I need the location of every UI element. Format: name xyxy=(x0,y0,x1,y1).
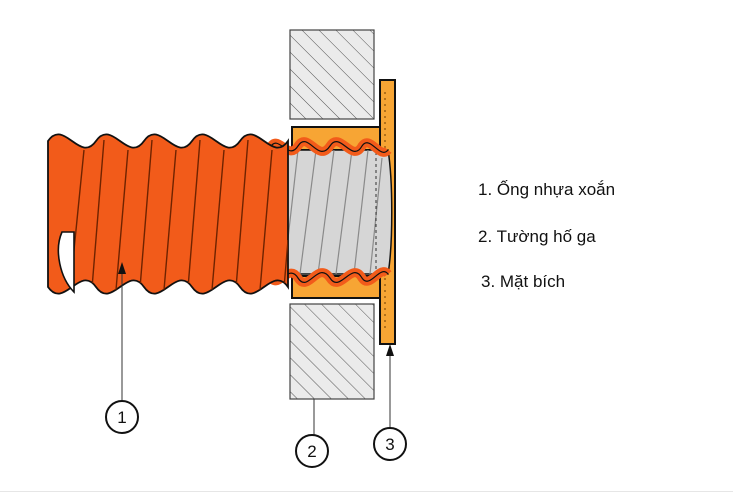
callout-2-label: 2 xyxy=(307,442,316,461)
leader-lines xyxy=(121,264,391,437)
callout-3-label: 3 xyxy=(385,435,394,454)
pipe-end-opening xyxy=(57,231,75,294)
wall-lower-block xyxy=(289,303,375,400)
callout-1-label: 1 xyxy=(117,408,126,427)
leader-arrowheads xyxy=(118,262,394,356)
legend-item-pipe: 1. Ống nhựa xoắn xyxy=(478,180,616,199)
callout-3: 3 xyxy=(373,427,407,461)
bottom-divider xyxy=(0,491,733,492)
wall xyxy=(289,29,375,400)
legend-item-wall: 2. Tường hố ga xyxy=(478,227,596,246)
wall-upper-block xyxy=(289,29,375,120)
corrugated-pipe xyxy=(47,133,289,295)
pipe-cutaway xyxy=(265,137,393,287)
legend-item-flange: 3. Mặt bích xyxy=(481,272,566,291)
callout-2: 2 xyxy=(295,434,329,468)
callout-1: 1 xyxy=(105,400,139,434)
